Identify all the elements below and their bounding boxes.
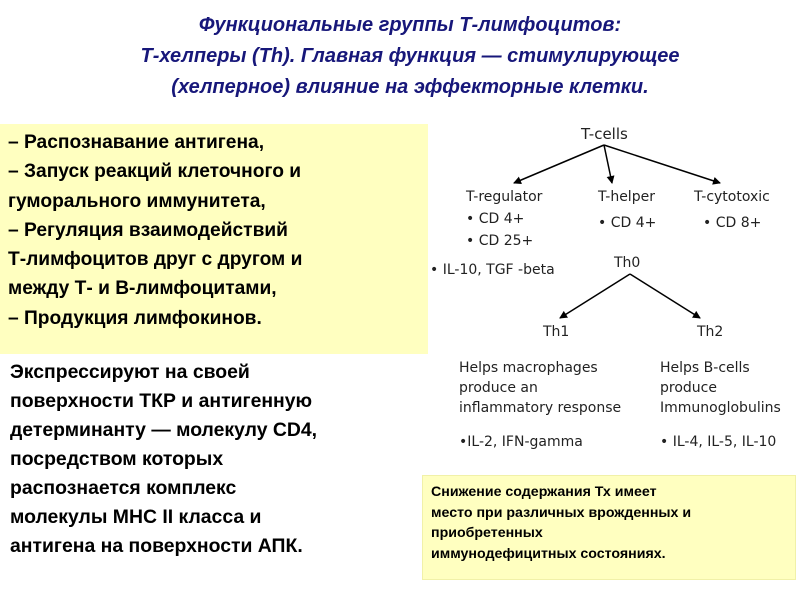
arrow-to-cytotoxic <box>603 144 721 185</box>
regulator-marker: • CD 4+ <box>466 211 524 227</box>
th1-desc: inflammatory response <box>459 400 621 416</box>
function-line: – Запуск реакций клеточного и <box>8 161 302 183</box>
arrow-to-helper <box>603 144 615 184</box>
arrow-to-regulator <box>513 144 605 184</box>
node-th1: Th1 <box>542 324 569 340</box>
arrow-to-th1 <box>559 273 631 319</box>
node-t-regulator: T-regulator <box>465 189 543 205</box>
note-line: иммунодефицитных состояниях. <box>431 545 666 562</box>
functions-box: – Распознавание антигена, – Запуск реакц… <box>0 124 428 354</box>
function-line: гуморального иммунитета, <box>8 190 266 212</box>
expression-line: посредством которых <box>10 448 224 470</box>
node-t-helper: T-helper <box>597 189 655 205</box>
expression-line: распознается комплекс <box>10 477 237 499</box>
th1-cytokines: •IL-2, IFN-gamma <box>459 434 583 450</box>
helper-marker: • CD 4+ <box>598 215 656 231</box>
expression-line: поверхности ТКР и антигенную <box>10 390 313 412</box>
regulator-cytokines: • IL-10, TGF -beta <box>430 262 555 278</box>
th2-desc: Helps B-cells <box>660 360 750 376</box>
function-line: – Распознавание антигена, <box>8 132 265 153</box>
node-t-cells: T-cells <box>580 125 628 143</box>
node-t-cytotoxic: T-cytotoxic <box>693 189 770 205</box>
node-th0: Th0 <box>613 255 640 271</box>
arrow-to-th2 <box>629 273 701 319</box>
th2-desc: produce <box>660 380 717 396</box>
node-th2: Th2 <box>696 324 723 340</box>
title-line-1: Функциональные группы Т-лимфоцитов: <box>198 14 622 36</box>
th2-cytokines: • IL-4, IL-5, IL-10 <box>660 434 776 450</box>
expression-line: антигена на поверхности АПК. <box>10 535 303 557</box>
expression-line: Экспрессируют на своей <box>10 361 250 383</box>
regulator-marker: • CD 25+ <box>466 233 533 249</box>
function-line: – Продукция лимфокинов. <box>8 307 262 329</box>
expression-paragraph: Экспрессируют на своей поверхности ТКР и… <box>10 358 428 561</box>
function-line: между Т- и В-лимфоцитами, <box>8 278 277 300</box>
function-line: – Регуляция взаимодействий <box>8 219 288 241</box>
note-box: Снижение содержания Тх имеет место при р… <box>422 475 796 580</box>
th1-desc: produce an <box>459 380 538 396</box>
th2-desc: Immunoglobulins <box>660 400 781 416</box>
slide-title: Функциональные группы Т-лимфоцитов: Т-хе… <box>40 10 780 103</box>
cytotoxic-marker: • CD 8+ <box>703 215 761 231</box>
expression-line: молекулы МНС II класса и <box>10 506 262 528</box>
note-line: Снижение содержания Тх имеет <box>431 484 657 500</box>
note-line: место при различных врожденных и <box>431 504 692 521</box>
function-line: Т-лимфоцитов друг с другом и <box>8 249 303 271</box>
th1-desc: Helps macrophages <box>459 360 598 376</box>
note-line: приобретенных <box>431 525 543 541</box>
expression-line: детерминанту — молекулу CD4, <box>10 419 318 441</box>
title-line-2: Т-хелперы (Th). Главная функция — стимул… <box>140 45 680 67</box>
title-line-3: (хелперное) влияние на эффекторные клетк… <box>171 76 649 98</box>
